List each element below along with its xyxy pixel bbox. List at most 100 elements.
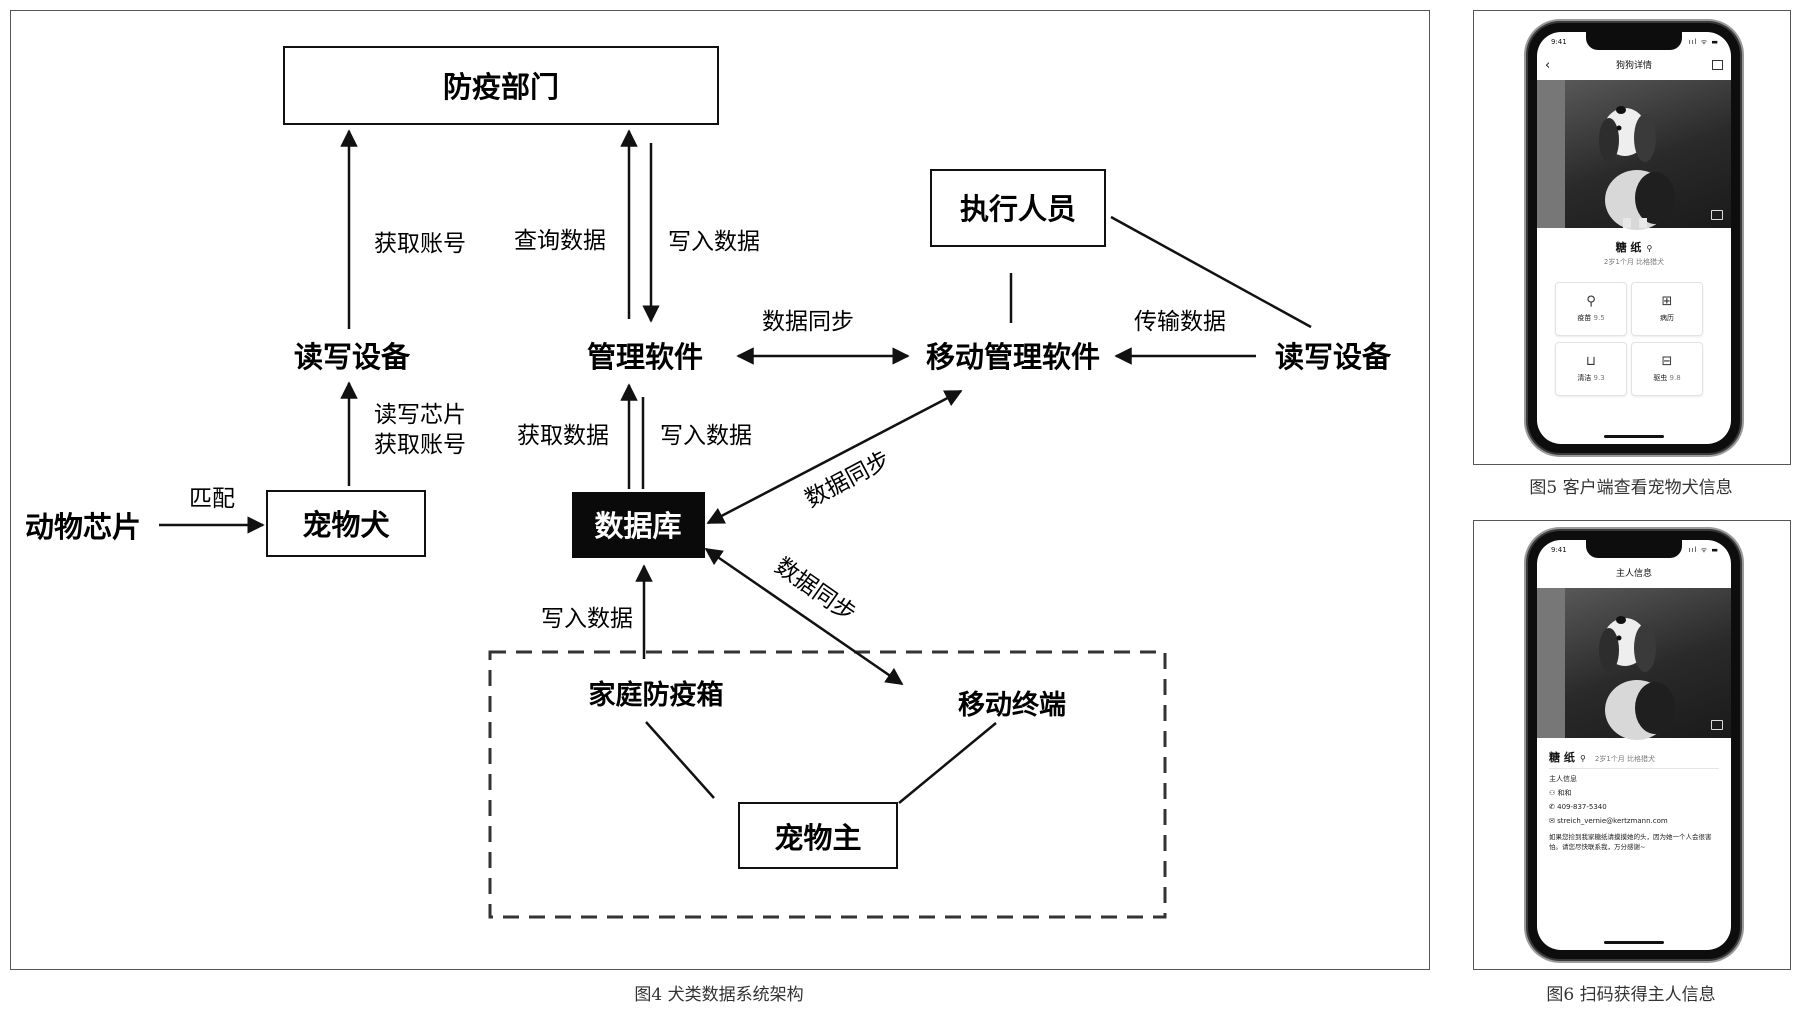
owner-group-dashed-box [488,650,1167,919]
phone1-status-bar: 9:41 ııl ᯤ ▬ [1551,38,1719,48]
database-label: 数据库 [594,509,681,543]
edge-label-sync-db-mobile: 数据同步 [801,447,894,513]
edge-label-write-data-top: 写入数据 [668,229,760,255]
gallery-icon[interactable] [1711,720,1723,730]
figure6-caption: 图6 扫码获得主人信息 [1546,985,1716,1005]
pet-owner-box [738,802,898,869]
search-icon[interactable]: ⚲ [1579,754,1586,763]
owner-email: streich_vernie@kertzmann.com [1557,817,1668,825]
edge-db-mobile-sync [706,389,963,525]
phone1-screen: 9:41 ııl ᯤ ▬ ‹ 狗狗详情 [1537,32,1731,444]
animal-chip-label: 动物芯片 [25,510,141,544]
owner-name-row: ⚇ 和和 [1549,786,1719,800]
owner-section-title: 主人信息 [1549,775,1577,783]
mgmt-software-label: 管理软件 [587,340,703,374]
status-signal-icon: ııl ᯤ ▬ [1688,38,1719,46]
phone2-status-bar: 9:41 ııl ᯤ ▬ [1551,546,1719,556]
dog-meta: 2岁1个月 比格猎犬 [1594,755,1656,763]
dog-name: 糖 纸 [1615,241,1642,254]
phone2-panel: 9:41 ııl ᯤ ▬ 主人信息 [1473,520,1791,970]
owner-card: 糖 纸 ⚲ 2岁1个月 比格猎犬 主人信息 ⚇ 和和 ✆ 409-837-534… [1549,746,1719,852]
status-time: 9:41 [1551,38,1567,46]
figure4-caption: 图4 犬类数据系统架构 [634,985,804,1005]
edge-db-terminal-sync [704,547,904,686]
owner-phone: 409-837-5340 [1557,803,1607,811]
phone-icon: ✆ [1549,803,1555,811]
home-indicator [1604,941,1664,944]
architecture-diagram: 防疫部门 执行人员 读写设备 管理软件 移动管理软件 读写设备 动物芯片 宠物犬… [25,46,1392,919]
dog-photo [1537,588,1731,740]
executor-box [930,169,1106,247]
medical-kit-icon: ⊞ [1661,294,1673,309]
epidemic-dept-label: 防疫部门 [443,70,559,104]
status-signal-icon: ııl ᯤ ▬ [1688,546,1719,554]
tile-cleaning[interactable]: ⊔ 清洁 9.3 [1555,342,1627,396]
nav-title: 狗狗详情 [1615,61,1652,71]
phone2-screen: 9:41 ııl ᯤ ▬ 主人信息 [1537,540,1731,950]
figure5-caption: 图5 客户端查看宠物犬信息 [1529,478,1733,498]
edge-label-match: 匹配 [189,486,235,512]
home-box-label: 家庭防疫箱 [589,679,724,711]
phone1-device: 9:41 ııl ᯤ ▬ ‹ 狗狗详情 [1528,23,1740,453]
phone1-panel: 9:41 ııl ᯤ ▬ ‹ 狗狗详情 [1473,10,1791,465]
syringe-icon: ⚲ [1586,294,1596,309]
tile-deworming[interactable]: ⊟ 驱虫 9.8 [1631,342,1703,396]
gallery-icon[interactable] [1711,210,1723,220]
rw-device-right-label: 读写设备 [1275,340,1392,374]
edge-label-transmit-data: 传输数据 [1134,309,1226,335]
person-icon: ⚇ [1549,789,1556,797]
bathtub-icon: ⊔ [1585,354,1597,369]
owner-note: 如果您捡到我家糖纸请摸摸她的头，因为她一个人会很害怕。请您尽快联系我，万分感谢~ [1549,833,1712,851]
phone1-notch [1586,32,1682,50]
mobile-mgmt-label: 移动管理软件 [926,340,1100,374]
mobile-terminal-label: 移动终端 [958,689,1066,721]
dog-photo [1537,80,1731,230]
status-time: 9:41 [1551,546,1567,554]
medicine-bottle-icon: ⊟ [1661,354,1673,369]
phone2-notch [1586,540,1682,558]
edge-label-write-data-bottom: 写入数据 [541,606,633,632]
phone2-nav-bar: 主人信息 [1537,566,1731,586]
owner-email-row[interactable]: ✉ streich_vernie@kertzmann.com [1549,814,1719,828]
edge-label-get-account-2: 获取账号 [374,432,466,458]
edge-label-get-data: 获取数据 [517,423,609,449]
dog-illustration [1537,588,1675,740]
search-icon[interactable]: ⚲ [1646,244,1653,253]
nav-title: 主人信息 [1615,569,1652,579]
owner-name: 和和 [1557,789,1572,797]
database-box [572,492,705,558]
dog-illustration [1537,80,1675,230]
pet-owner-label: 宠物主 [774,821,861,855]
dog-name: 糖 纸 [1549,751,1575,764]
pet-dog-box [266,490,426,557]
mail-icon: ✉ [1549,817,1555,825]
rw-device-left-label: 读写设备 [294,340,411,374]
tile-label: 清洁 [1577,374,1592,382]
edge-label-query-data: 查询数据 [514,228,606,254]
edge-label-sync-db-terminal: 数据同步 [770,553,860,627]
edge-label-write-data-mid: 写入数据 [660,423,752,449]
share-icon[interactable] [1712,60,1723,70]
edge-owner-terminal [898,722,997,804]
epidemic-dept-box [283,46,719,125]
dog-info: 糖 纸 ⚲ 2岁1个月 比格猎犬 [1537,236,1731,267]
tile-sub: 9.5 [1593,314,1605,322]
owner-phone-row[interactable]: ✆ 409-837-5340 [1549,800,1719,814]
edge-box-owner [645,721,715,799]
phone2-device: 9:41 ııl ᯤ ▬ 主人信息 [1528,531,1740,959]
executor-label: 执行人员 [960,192,1076,226]
tile-sub: 9.8 [1669,374,1681,382]
tile-label: 病历 [1660,314,1674,322]
tile-label: 疫苗 [1577,314,1592,322]
pet-dog-label: 宠物犬 [302,508,390,542]
home-indicator [1604,435,1664,438]
dog-meta: 2岁1个月 比格猎犬 [1603,258,1665,266]
tile-vaccine[interactable]: ⚲ 疫苗 9.5 [1555,282,1627,336]
edge-label-get-account: 获取账号 [374,231,466,257]
edge-label-rw-chip: 读写芯片 [374,402,466,428]
architecture-diagram-panel: 防疫部门 执行人员 读写设备 管理软件 移动管理软件 读写设备 动物芯片 宠物犬… [10,10,1430,970]
edge-executor-rw-right [1110,215,1312,329]
tile-medical-record[interactable]: ⊞ 病历 [1631,282,1703,336]
tile-label: 驱虫 [1653,374,1668,382]
back-icon[interactable]: ‹ [1545,58,1551,73]
